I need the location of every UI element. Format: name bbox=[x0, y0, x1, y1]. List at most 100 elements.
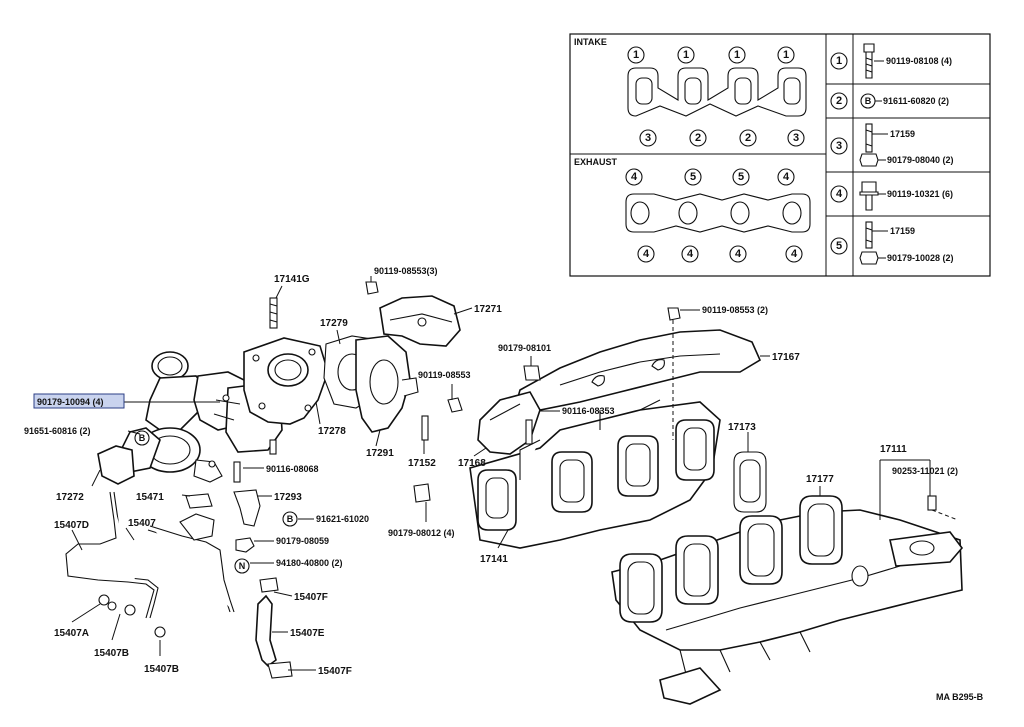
leader-lines bbox=[71, 276, 959, 671]
adapter-17291 bbox=[355, 335, 419, 433]
nut-icon bbox=[859, 153, 879, 167]
manifold-gasket-17173 bbox=[733, 451, 767, 513]
legend-row-3: 17159 90179-08040 (2) bbox=[859, 123, 954, 167]
legend-row-5: 17159 90179-10028 (2) bbox=[859, 221, 954, 265]
svg-text:3: 3 bbox=[793, 132, 799, 144]
label-15407F-bottom: 15407F bbox=[318, 666, 352, 677]
oil-hose-15407E bbox=[255, 594, 277, 668]
intake-manifold-17177 bbox=[611, 495, 964, 705]
heat-insulator-17271 bbox=[379, 295, 461, 347]
label-90179-08101: 90179-08101 bbox=[498, 343, 551, 353]
svg-text:4: 4 bbox=[791, 248, 798, 260]
intake-title: INTAKE bbox=[574, 37, 607, 47]
legend-row-2: B 91611-60820 (2) bbox=[860, 93, 949, 109]
bracket-17272 bbox=[97, 445, 135, 485]
marker-n: N bbox=[239, 561, 246, 571]
svg-text:1: 1 bbox=[633, 49, 639, 61]
label-17173: 17173 bbox=[728, 422, 756, 433]
svg-text:4: 4 bbox=[631, 171, 638, 183]
label-15407B-left: 15407B bbox=[94, 648, 129, 659]
label-15407B-right: 15407B bbox=[144, 664, 179, 675]
svg-text:1: 1 bbox=[683, 49, 689, 61]
svg-text:4: 4 bbox=[836, 188, 843, 200]
heat-insulator-17168 bbox=[477, 391, 541, 455]
bolt-icon bbox=[863, 43, 875, 79]
svg-text:2: 2 bbox=[695, 132, 701, 144]
heat-insulator-17167 bbox=[515, 329, 762, 411]
label-17177: 17177 bbox=[806, 474, 834, 485]
svg-text:2: 2 bbox=[836, 95, 842, 107]
circled-markers: B B N bbox=[134, 430, 298, 574]
svg-text:3: 3 bbox=[836, 140, 842, 152]
label-94180-40800: 94180-40800 (2) bbox=[276, 558, 343, 568]
svg-text:90119-08108 (4): 90119-08108 (4) bbox=[886, 56, 952, 66]
svg-text:5: 5 bbox=[836, 240, 842, 252]
label-15407E: 15407E bbox=[290, 628, 325, 639]
turbocharger bbox=[117, 351, 283, 483]
fittings bbox=[98, 281, 937, 679]
svg-text:4: 4 bbox=[643, 248, 650, 260]
label-15471: 15471 bbox=[136, 492, 164, 503]
oil-pipe-15407D bbox=[65, 491, 159, 619]
marker-b-turbo: B bbox=[139, 433, 146, 443]
label-90119-08553: 90119-08553 bbox=[418, 370, 471, 380]
svg-text:4: 4 bbox=[687, 248, 694, 260]
exhaust-title: EXHAUST bbox=[574, 157, 618, 167]
svg-text:91611-60820 (2): 91611-60820 (2) bbox=[883, 96, 949, 106]
label-90179-08012: 90179-08012 (4) bbox=[388, 528, 455, 538]
svg-text:3: 3 bbox=[645, 132, 651, 144]
legend-row-4: 90119-10321 (6) bbox=[859, 181, 953, 211]
highlight-90179-10094 bbox=[33, 393, 125, 409]
oil-pipe-15407 bbox=[147, 525, 235, 613]
svg-text:17159: 17159 bbox=[890, 129, 915, 139]
label-17168: 17168 bbox=[458, 458, 486, 469]
exhaust-bottom-marks: 4 4 4 4 bbox=[637, 245, 803, 263]
label-17141: 17141 bbox=[480, 554, 508, 565]
svg-text:B: B bbox=[865, 96, 872, 106]
label-15407: 15407 bbox=[128, 518, 156, 529]
label-17167: 17167 bbox=[772, 352, 800, 363]
svg-text:1: 1 bbox=[836, 55, 842, 67]
label-90116-08068: 90116-08068 bbox=[266, 464, 319, 474]
legend-keys: 1 2 3 4 5 bbox=[830, 52, 848, 255]
label-17141G: 17141G bbox=[274, 274, 310, 285]
label-17293: 17293 bbox=[274, 492, 302, 503]
label-90179-08059: 90179-08059 bbox=[276, 536, 329, 546]
svg-text:4: 4 bbox=[735, 248, 742, 260]
diagram-code: MA B295-B bbox=[936, 692, 984, 702]
marker-b-bracket: B bbox=[287, 514, 294, 524]
label-15407D: 15407D bbox=[54, 520, 89, 531]
turbo-elbow-17278 bbox=[243, 337, 329, 425]
intake-bottom-marks: 3 2 2 3 bbox=[639, 129, 805, 147]
label-91651-60816: 91651-60816 (2) bbox=[24, 426, 91, 436]
intake-top-marks: 1 1 1 1 bbox=[627, 46, 795, 64]
svg-text:1: 1 bbox=[783, 49, 789, 61]
label-15407A: 15407A bbox=[54, 628, 89, 639]
label-17271: 17271 bbox=[474, 304, 502, 315]
intake-gasket bbox=[627, 67, 807, 117]
svg-text:90179-10028 (2): 90179-10028 (2) bbox=[887, 253, 954, 263]
svg-text:5: 5 bbox=[738, 171, 744, 183]
label-17291: 17291 bbox=[366, 448, 394, 459]
svg-text:2: 2 bbox=[745, 132, 751, 144]
label-91621-61020: 91621-61020 bbox=[316, 514, 369, 524]
svg-text:17159: 17159 bbox=[890, 226, 915, 236]
gasket-legend-table: INTAKE EXHAUST 1 1 1 1 3 2 2 3 bbox=[569, 33, 991, 277]
svg-text:90119-10321 (6): 90119-10321 (6) bbox=[887, 189, 953, 199]
label-90179-10094: 90179-10094 (4) bbox=[37, 397, 104, 407]
label-17272: 17272 bbox=[56, 492, 84, 503]
exhaust-gasket bbox=[625, 193, 811, 233]
label-90253-11021: 90253-11021 (2) bbox=[892, 466, 958, 476]
stud-17141G bbox=[269, 297, 278, 329]
svg-text:4: 4 bbox=[783, 171, 790, 183]
exhaust-manifold-17141 bbox=[469, 399, 721, 549]
label-15407F-top: 15407F bbox=[294, 592, 328, 603]
svg-text:90179-08040 (2): 90179-08040 (2) bbox=[887, 155, 954, 165]
label-17111: 17111 bbox=[880, 444, 907, 455]
exhaust-top-marks: 4 5 5 4 bbox=[625, 168, 795, 186]
label-17152: 17152 bbox=[408, 458, 436, 469]
svg-text:1: 1 bbox=[734, 49, 740, 61]
label-90116-08353: 90116-08353 bbox=[562, 406, 615, 416]
part-labels: 17141G 90119-08553(3) 17271 17279 90119-… bbox=[24, 266, 984, 702]
